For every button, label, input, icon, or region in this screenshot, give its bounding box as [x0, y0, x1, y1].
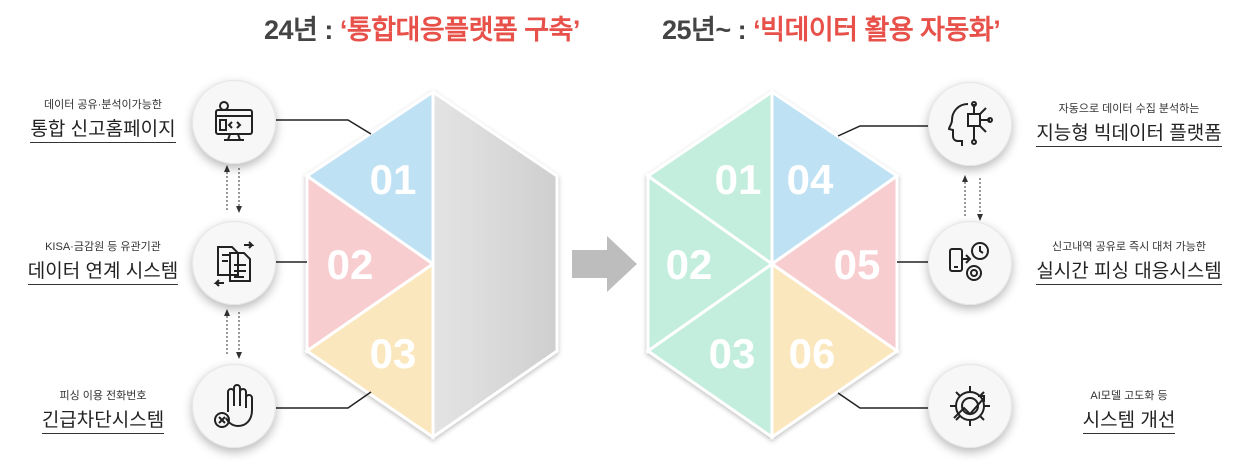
left-hexagon — [304, 89, 559, 440]
dotted-arrow-heads — [224, 165, 983, 359]
right-item-1-sub: 자동으로 데이터 수집 분석하는 — [1058, 103, 1200, 115]
left-hex-label-02: 02 — [327, 241, 374, 288]
right-phase-year: 25년~ : — [662, 15, 754, 45]
left-hex-label-01: 01 — [370, 156, 417, 203]
connector-left-3 — [276, 391, 372, 409]
right-item-2-main: 실시간 피싱 대응시스템 — [1036, 256, 1222, 285]
right-item-1-main: 지능형 빅데이터 플랫폼 — [1036, 118, 1222, 147]
right-item-3-main: 시스템 개선 — [1082, 405, 1176, 434]
left-item-3: 피싱 이용 전화번호 긴급차단시스템 — [14, 387, 192, 434]
left-phase-title: 24년 : ‘통합대응플랫폼 구축’ — [264, 8, 580, 47]
left-item-2-sub: KISA·금감원 등 유관기관 — [45, 241, 161, 253]
right-item-2-sub: 신고내역 공유로 즉시 대처 가능한 — [1052, 241, 1206, 253]
right-item-2: 신고내역 공유로 즉시 대처 가능한 실시간 피싱 대응시스템 — [1018, 238, 1240, 285]
document-exchange-icon — [192, 221, 276, 305]
dotted-arrows — [226, 168, 981, 356]
connector-right-1 — [837, 125, 928, 137]
right-hex-label-03: 03 — [709, 330, 756, 377]
right-hex-label-02: 02 — [666, 241, 713, 288]
right-hex-label-06: 06 — [789, 330, 836, 377]
right-item-3-sub: AI모델 고도화 등 — [1090, 390, 1168, 402]
right-phase-highlight: ‘빅데이터 활용 자동화’ — [753, 15, 1001, 45]
progress-arrow-icon — [572, 236, 637, 292]
left-item-2-main: 데이터 연계 시스템 — [27, 256, 179, 285]
right-hexagon — [645, 89, 900, 440]
left-item-2: KISA·금감원 등 유관기관 데이터 연계 시스템 — [14, 238, 192, 285]
realtime-gear-icon — [928, 221, 1012, 305]
right-segment-06 — [770, 261, 900, 440]
left-item-3-main: 긴급차단시스템 — [41, 405, 165, 434]
ai-brain-icon — [928, 82, 1012, 166]
left-item-3-sub: 피싱 이용 전화번호 — [59, 390, 147, 402]
right-item-1: 자동으로 데이터 수집 분석하는 지능형 빅데이터 플랫폼 — [1018, 100, 1240, 147]
connector-right-3 — [837, 392, 928, 409]
hand-block-icon — [192, 364, 276, 448]
left-item-1-main: 통합 신고홈페이지 — [30, 114, 176, 143]
right-phase-title: 25년~ : ‘빅데이터 활용 자동화’ — [662, 8, 1001, 47]
right-item-3: AI모델 고도화 등 시스템 개선 — [1018, 387, 1240, 434]
left-item-1-sub: 데이터 공유·분석이가능한 — [43, 99, 163, 111]
left-phase-year: 24년 : — [264, 15, 340, 45]
left-phase-highlight: ‘통합대응플랫폼 구축’ — [339, 15, 581, 45]
growth-gear-icon — [928, 364, 1012, 448]
right-hex-label-04: 04 — [787, 156, 834, 203]
web-settings-icon — [192, 80, 276, 164]
right-hex-label-05: 05 — [834, 241, 881, 288]
right-hex-label-01: 01 — [715, 156, 762, 203]
left-segment-gray — [431, 89, 559, 440]
connector-lines — [276, 119, 928, 409]
connector-left-1 — [276, 119, 372, 135]
left-item-1: 데이터 공유·분석이가능한 통합 신고홈페이지 — [14, 96, 192, 143]
left-hex-label-03: 03 — [370, 330, 417, 377]
